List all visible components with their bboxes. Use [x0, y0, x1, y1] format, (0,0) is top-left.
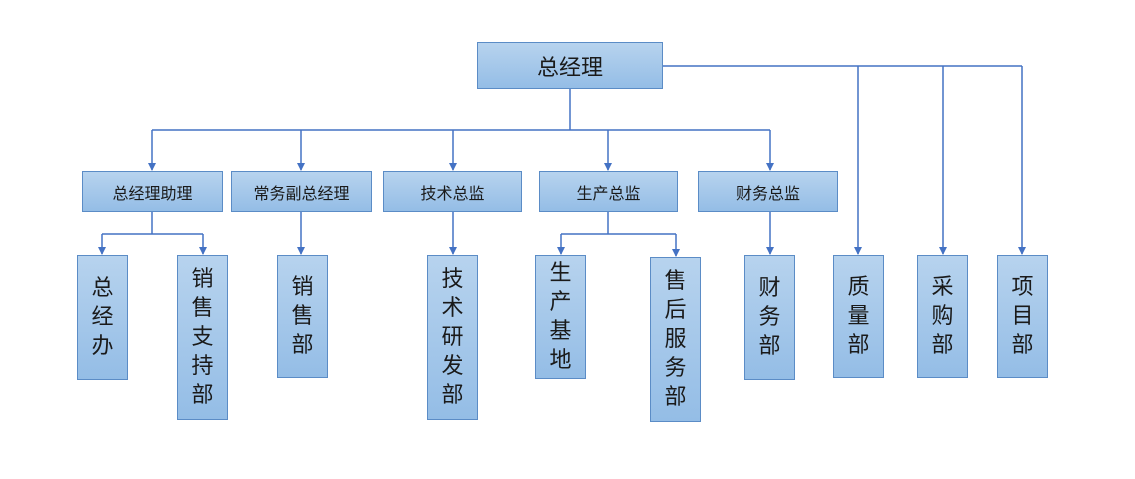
after-sales-dept-box: 售后服务部: [650, 257, 701, 422]
production-base-box: 生产基地: [535, 255, 586, 379]
production-director-label: 生产总监: [576, 183, 641, 203]
department-label: 生产基地: [549, 261, 572, 373]
projects-dept-box: 项目部: [997, 255, 1048, 378]
department-label: 总经办: [91, 276, 114, 359]
technical-director-box: 技术总监: [383, 171, 522, 212]
rnd-dept-box: 技术研发部: [427, 255, 478, 420]
finance-dept-box: 财务部: [744, 255, 795, 380]
executive-deputy-gm-label: 常务副总经理: [253, 183, 350, 203]
sales-support-box: 销售支持部: [177, 255, 228, 420]
department-label: 财务部: [758, 276, 781, 359]
sales-dept-box: 销售部: [277, 255, 328, 378]
production-director-box: 生产总监: [539, 171, 678, 212]
gm-assistant-box: 总经理助理: [82, 171, 223, 212]
technical-director-label: 技术总监: [420, 183, 485, 203]
department-label: 项目部: [1011, 275, 1034, 358]
purchasing-dept-box: 采购部: [917, 255, 968, 378]
department-label: 采购部: [931, 275, 954, 358]
quality-dept-box: 质量部: [833, 255, 884, 378]
department-label: 售后服务部: [664, 269, 687, 410]
department-label: 技术研发部: [441, 267, 464, 408]
general-manager-label: 总经理: [536, 55, 603, 81]
executive-deputy-gm-box: 常务副总经理: [231, 171, 372, 212]
department-label: 销售部: [291, 275, 314, 358]
gm-assistant-label: 总经理助理: [112, 183, 193, 203]
general-manager-box: 总经理: [477, 42, 663, 89]
department-label: 质量部: [847, 275, 870, 358]
department-label: 销售支持部: [191, 267, 214, 408]
gm-office-box: 总经办: [77, 255, 128, 380]
finance-director-box: 财务总监: [698, 171, 838, 212]
finance-director-label: 财务总监: [735, 183, 800, 203]
